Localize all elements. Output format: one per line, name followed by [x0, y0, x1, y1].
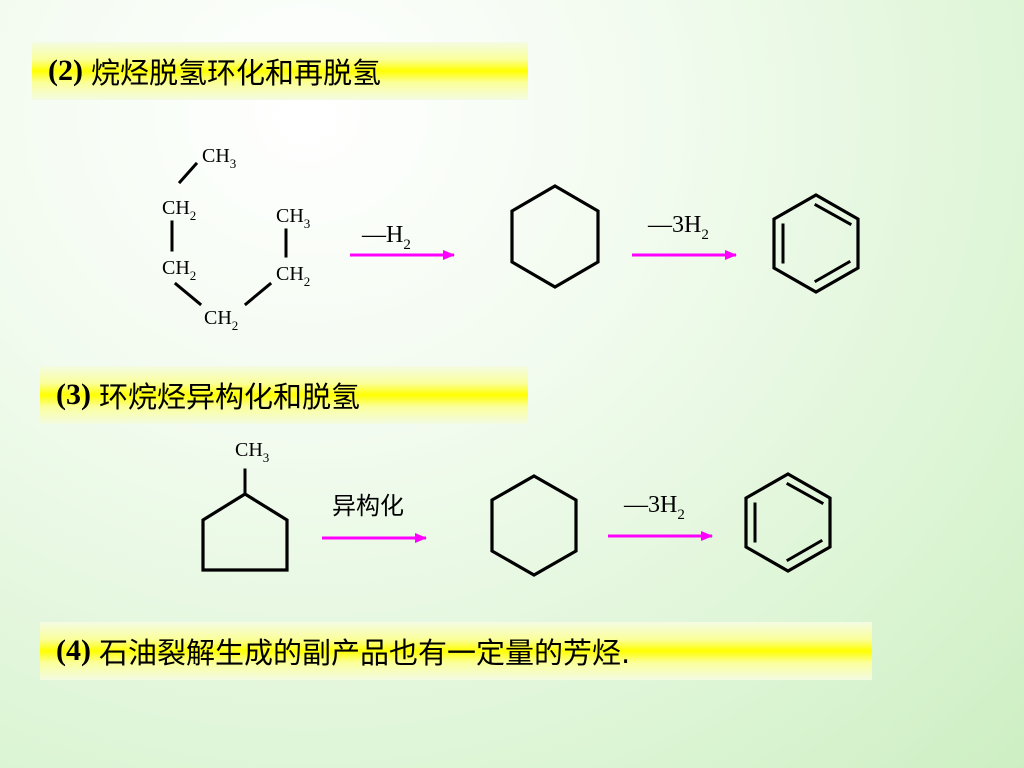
section-3-title: 环烷烃异构化和脱氢 [98, 380, 360, 414]
cyclohexane-ring [510, 184, 600, 289]
methylcyclopentane: CH3 [201, 439, 289, 572]
section-4-banner: (4) 石油裂解生成的副产品也有一定量的芳烃. [40, 622, 872, 680]
minus-h2-label: —H2 [361, 222, 411, 253]
chain-label-2: CH2 [162, 197, 196, 223]
chain-label-4: CH2 [162, 257, 196, 283]
isomerization-label: 异构化 [332, 492, 404, 520]
bond [177, 161, 199, 185]
reaction2-step1: 异构化 [322, 492, 427, 543]
section-2-banner: (2) 烷烃脱氢环化和再脱氢 [32, 42, 528, 100]
heptane-chain: CH3 CH2 CH3 CH2 CH2 CH2 [162, 145, 310, 333]
benzene-ring [744, 472, 832, 573]
cyclohexane-ring [490, 474, 578, 577]
chain-label-1: CH3 [202, 145, 236, 171]
section-3-banner: (3) 环烷烃异构化和脱氢 [40, 366, 528, 424]
chain-label-5: CH2 [276, 263, 310, 289]
reaction1-step1: —H2 [350, 222, 455, 260]
bond [173, 281, 203, 307]
methyl-label: CH3 [235, 439, 269, 465]
reaction1-step2: —3H2 [632, 212, 737, 260]
benzene-ring [772, 193, 860, 294]
section-2-title: 烷烃脱氢环化和再脱氢 [90, 56, 381, 90]
chain-label-6: CH2 [204, 307, 238, 333]
bond [243, 281, 273, 307]
section-3-number: (3) [56, 378, 91, 411]
minus-3h2-label: —3H2 [647, 212, 709, 243]
section-2-number: (2) [48, 54, 83, 87]
section-4-number: (4) [56, 634, 91, 667]
chain-label-3: CH3 [276, 205, 310, 231]
minus-3h2-label: —3H2 [623, 492, 685, 523]
reaction2-step2: —3H2 [608, 492, 713, 541]
section-4-title: 石油裂解生成的副产品也有一定量的芳烃. [98, 636, 631, 670]
